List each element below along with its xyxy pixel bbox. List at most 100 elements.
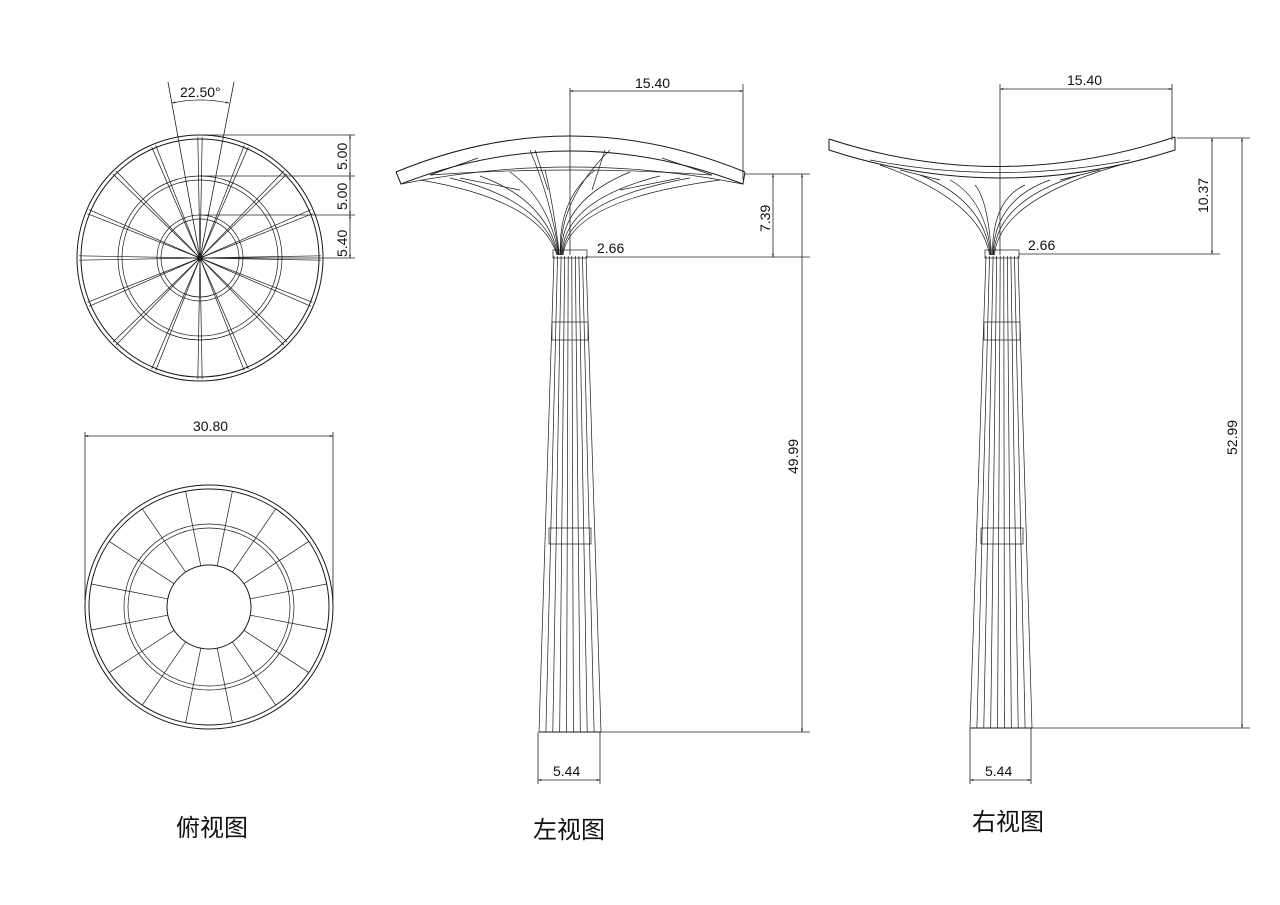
column-strand xyxy=(997,255,1001,729)
column-strand xyxy=(1014,255,1026,729)
radial-spoke xyxy=(199,257,249,370)
column-strand xyxy=(552,255,562,733)
radial-spoke xyxy=(115,257,201,346)
outer-ring xyxy=(84,484,334,730)
diameter-label: 30.80 xyxy=(193,418,228,434)
canopy-depth-label: 7.39 xyxy=(757,205,773,232)
radial-spoke xyxy=(155,145,201,259)
outer-ring-inner xyxy=(88,488,330,726)
column-strand xyxy=(1010,255,1019,729)
column-lines xyxy=(538,255,602,733)
canopy-rim xyxy=(828,137,1176,179)
joint-lower xyxy=(548,527,592,545)
radial-rib xyxy=(216,491,233,566)
ring-dim-label-2: 5.00 xyxy=(334,183,350,210)
column-strand xyxy=(559,255,566,733)
radial-spoke xyxy=(115,170,201,259)
right-view: 15.40 10.37 2.66 52.99 5.44 xyxy=(828,72,1250,784)
top-view-lower: 30.80 xyxy=(84,418,334,730)
top-view-caption: 俯视图 xyxy=(176,814,248,842)
total-height-label: 52.99 xyxy=(1224,420,1240,455)
trunk-branch xyxy=(919,174,991,256)
center-opening xyxy=(166,564,252,650)
canopy-top-edge xyxy=(395,135,746,173)
radial-ribs xyxy=(91,491,327,723)
radial-spoke xyxy=(88,257,201,307)
trunk-branch xyxy=(562,179,721,256)
column-strand xyxy=(578,255,588,733)
span-label: 15.40 xyxy=(635,75,670,91)
column-strand xyxy=(574,255,581,733)
radial-spoke xyxy=(199,257,288,343)
trunk-branch xyxy=(994,164,1121,256)
radial-spoke xyxy=(199,173,288,259)
angle-arc xyxy=(171,99,230,104)
middle-ring-inner xyxy=(127,527,291,687)
trunk-branch xyxy=(559,169,596,256)
radial-rib xyxy=(91,614,168,631)
angle-label: 22.50° xyxy=(180,84,221,100)
trunk-branch xyxy=(562,177,691,256)
radial-rib xyxy=(185,491,202,566)
canopy-depth-label: 10.37 xyxy=(1195,178,1211,213)
trunk-branch xyxy=(419,179,558,256)
radial-spoke xyxy=(199,209,312,259)
canopy-chord xyxy=(400,166,744,185)
base-width-label: 5.44 xyxy=(985,763,1012,779)
column-lines xyxy=(969,255,1033,729)
column-strand xyxy=(1006,255,1012,729)
radial-spoke xyxy=(199,257,203,379)
trunk-branch xyxy=(560,171,631,256)
radial-spoke xyxy=(199,170,285,259)
radial-rib xyxy=(142,641,186,706)
canopy-rib xyxy=(429,157,479,176)
canopy-rib xyxy=(534,149,549,191)
column-strand xyxy=(976,255,990,729)
joint-lower xyxy=(980,527,1024,545)
column-strand xyxy=(571,255,574,733)
neck-label: 2.66 xyxy=(597,240,624,256)
column-strand xyxy=(545,255,558,733)
canopy-rim xyxy=(395,150,746,185)
trunk-branch xyxy=(974,184,992,256)
radial-spoke xyxy=(88,209,201,259)
radial-spoke xyxy=(197,137,201,259)
trunk-branch xyxy=(992,179,1051,256)
top-view-upper: 22.50° 5.00 5.00 5.40 xyxy=(76,81,355,382)
radial-rib xyxy=(91,583,168,600)
radial-spoke xyxy=(151,257,201,370)
joint-upper xyxy=(551,321,589,341)
canopy-ring xyxy=(429,169,713,176)
radial-spoke xyxy=(199,137,203,259)
trunk-branches xyxy=(419,149,721,256)
radial-spoke xyxy=(197,257,201,379)
column-strand xyxy=(582,255,595,733)
ring-dim-label-1: 5.00 xyxy=(334,143,350,170)
canopy-top-edge xyxy=(828,136,1176,167)
neck-label: 2.66 xyxy=(1028,237,1055,253)
radial-spokes xyxy=(79,137,321,379)
radial-spoke xyxy=(151,146,201,259)
column-height-label: 49.99 xyxy=(785,439,801,474)
radial-rib xyxy=(243,541,309,584)
trunk-branch xyxy=(479,175,559,256)
radial-rib xyxy=(250,614,327,631)
radial-spoke xyxy=(199,257,312,307)
canopy-rib xyxy=(591,149,606,191)
trunk-branch xyxy=(449,177,558,256)
joint-upper xyxy=(983,321,1021,341)
radial-spoke xyxy=(199,146,249,259)
radial-rib xyxy=(243,630,309,673)
radial-spoke xyxy=(199,145,245,259)
column-strand xyxy=(990,255,998,729)
radial-rib xyxy=(109,630,175,673)
radial-spoke xyxy=(79,257,201,261)
ring-dim-label-3: 5.40 xyxy=(334,230,350,257)
column-strand xyxy=(1003,255,1005,729)
angle-ext-line-left xyxy=(167,81,201,259)
column-strand xyxy=(983,255,994,729)
radial-rib xyxy=(109,541,175,584)
radial-spoke xyxy=(87,213,201,259)
trunk-branch xyxy=(993,174,1081,256)
